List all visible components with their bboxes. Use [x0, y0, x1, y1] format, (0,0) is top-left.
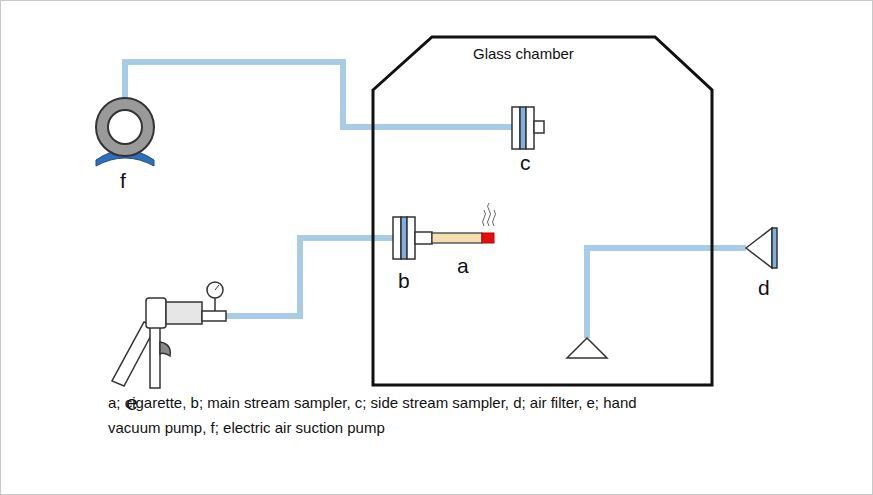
part-letter: f: [120, 170, 126, 191]
side-stream-sampler: [512, 107, 544, 149]
tube: [587, 248, 746, 338]
tube: [226, 238, 393, 316]
tube: [125, 62, 512, 127]
part-letter: a: [457, 255, 469, 276]
cigarette: [432, 203, 496, 243]
glass-chamber: Glass chamber: [373, 37, 712, 385]
electric-pump: [96, 98, 154, 166]
part-letter: d: [758, 277, 770, 298]
chamber-wall: [373, 37, 712, 385]
caption: a; cigarette, b; main stream sampler, c;…: [108, 390, 668, 440]
air-filter: [567, 228, 777, 358]
part-letter: b: [398, 270, 410, 291]
tubes: [125, 62, 746, 338]
main-stream-sampler: [393, 217, 432, 259]
chamber-outline: [373, 37, 712, 385]
hand-vacuum-pump: [112, 282, 226, 388]
chamber-title: Glass chamber: [473, 45, 574, 62]
part-letter: c: [520, 152, 531, 173]
